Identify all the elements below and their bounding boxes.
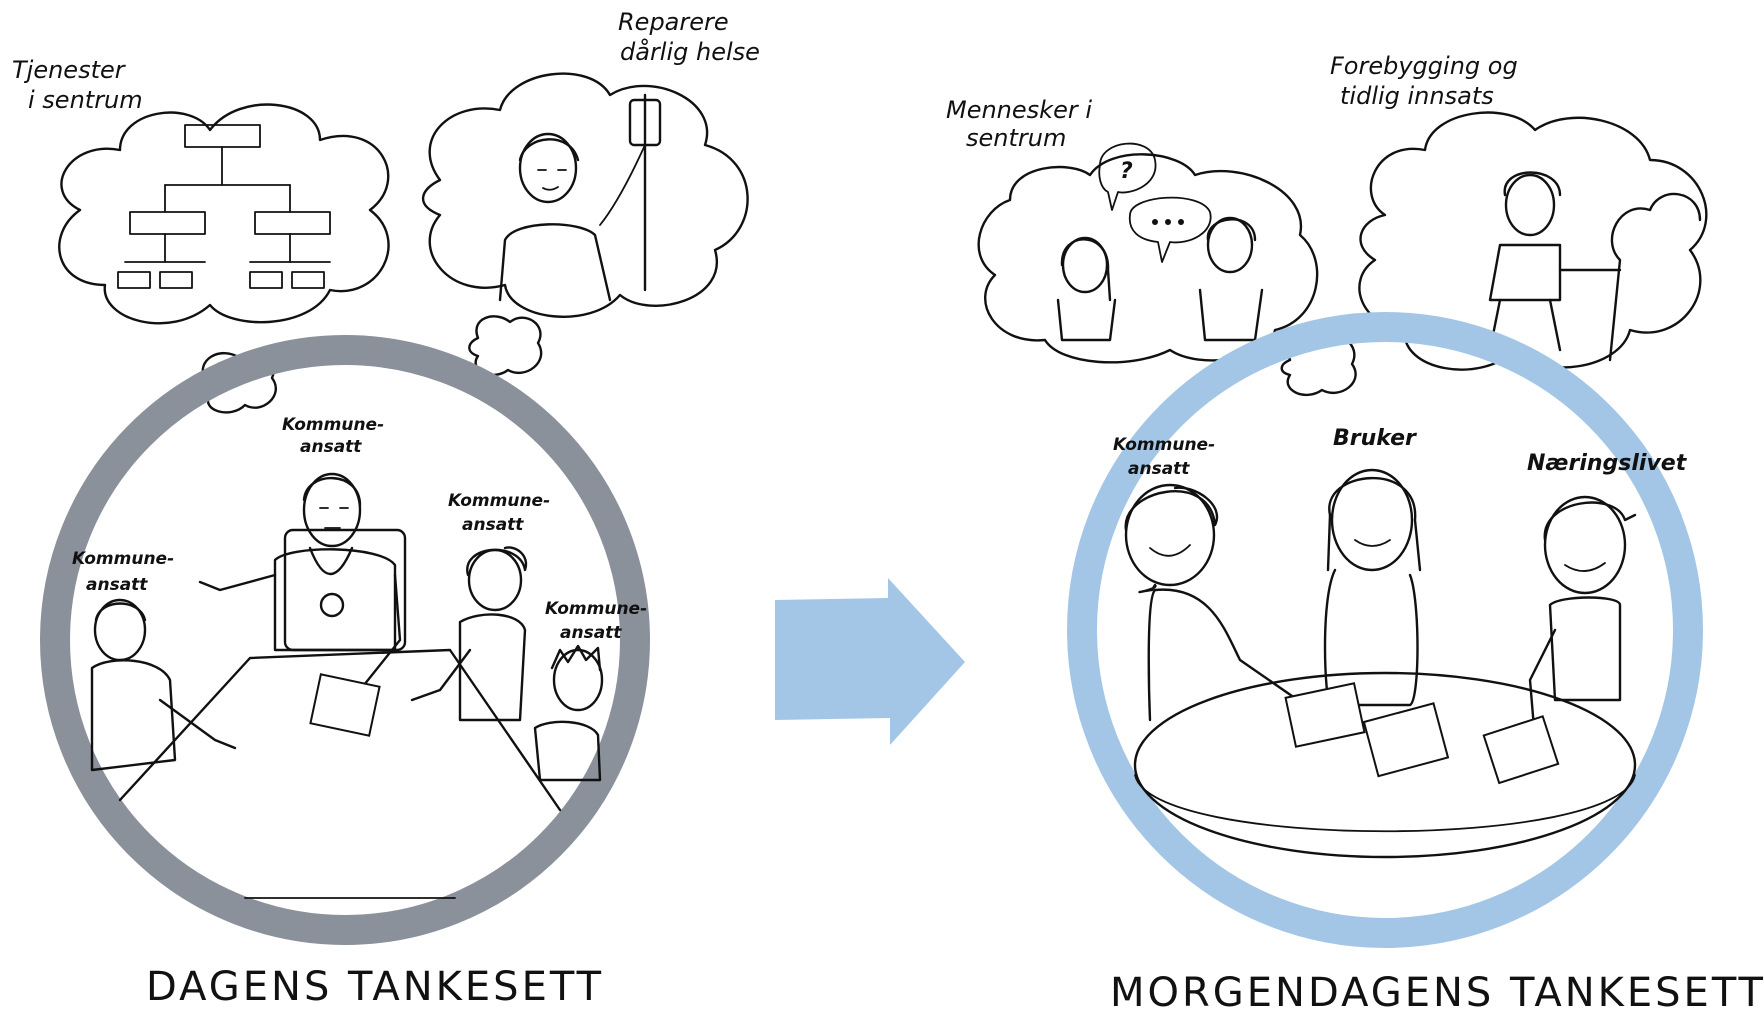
speech-bubble-question-icon — [1098, 142, 1157, 211]
document-icon-3 — [1482, 715, 1560, 785]
thought-repair-label: Reparere dårlig helse — [618, 8, 760, 66]
label-employee-left: Kommune- ansatt — [72, 549, 180, 595]
document-icon — [309, 673, 381, 737]
label-employee-far-right: Kommune- ansatt — [545, 599, 653, 643]
employee-figure-far-right — [533, 644, 604, 782]
man-listening-icon — [1198, 216, 1264, 342]
thought-cloud-people: ? Mennesker i sentrum — [946, 96, 1319, 364]
runner-icon — [1488, 171, 1622, 352]
tree-icon — [1608, 192, 1702, 362]
thought-bubble-small-2 — [468, 315, 543, 377]
label-employee-mayor: Kommune- ansatt — [282, 415, 390, 457]
label-employee-right: Kommune- ansatt — [448, 491, 556, 535]
tomorrow-ring — [1067, 312, 1703, 948]
thought-cloud-repair-health: Reparere dårlig helse — [421, 8, 760, 318]
employee-figure-tomorrow — [1124, 483, 1307, 722]
round-table — [1133, 671, 1637, 859]
employee-figure-right — [410, 546, 528, 722]
business-figure — [1528, 495, 1637, 742]
document-icon-2 — [1362, 702, 1450, 778]
today-mindset: Tjenester i sentrum Reparere dårlig hels… — [12, 8, 760, 1010]
user-figure — [1323, 468, 1422, 707]
org-chart-icon — [117, 124, 331, 289]
thought-services-label: Tjenester i sentrum — [12, 56, 143, 114]
thought-cloud-services: Tjenester i sentrum — [12, 56, 390, 325]
right-arrow-icon — [775, 578, 965, 745]
label-business: Næringslivet — [1527, 451, 1688, 476]
thought-prevention-label: Forebygging og tidlig innsats — [1330, 52, 1525, 110]
thought-cloud-prevention: Forebygging og tidlig innsats — [1330, 52, 1708, 371]
caption-tomorrow: MORGENDAGENS TANKESETT — [1110, 970, 1764, 1012]
document-icon-1 — [1284, 682, 1366, 748]
speech-bubble-dots-icon — [1128, 196, 1212, 263]
question-mark: ? — [1120, 159, 1133, 184]
tomorrow-mindset: ? Mennesker i sentrum — [946, 52, 1764, 1012]
label-employee-tomorrow: Kommune- ansatt — [1113, 435, 1221, 479]
patient-with-iv-drip-icon — [498, 93, 662, 302]
meeting-table — [118, 648, 562, 812]
today-ring — [40, 335, 650, 945]
thought-people-label: Mennesker i sentrum — [946, 96, 1100, 152]
caption-today: DAGENS TANKESETT — [146, 964, 604, 1010]
label-user: Bruker — [1333, 426, 1417, 451]
woman-talking-icon — [1056, 236, 1117, 342]
employee-figure-left — [90, 598, 237, 772]
mayor-figure — [198, 472, 407, 737]
